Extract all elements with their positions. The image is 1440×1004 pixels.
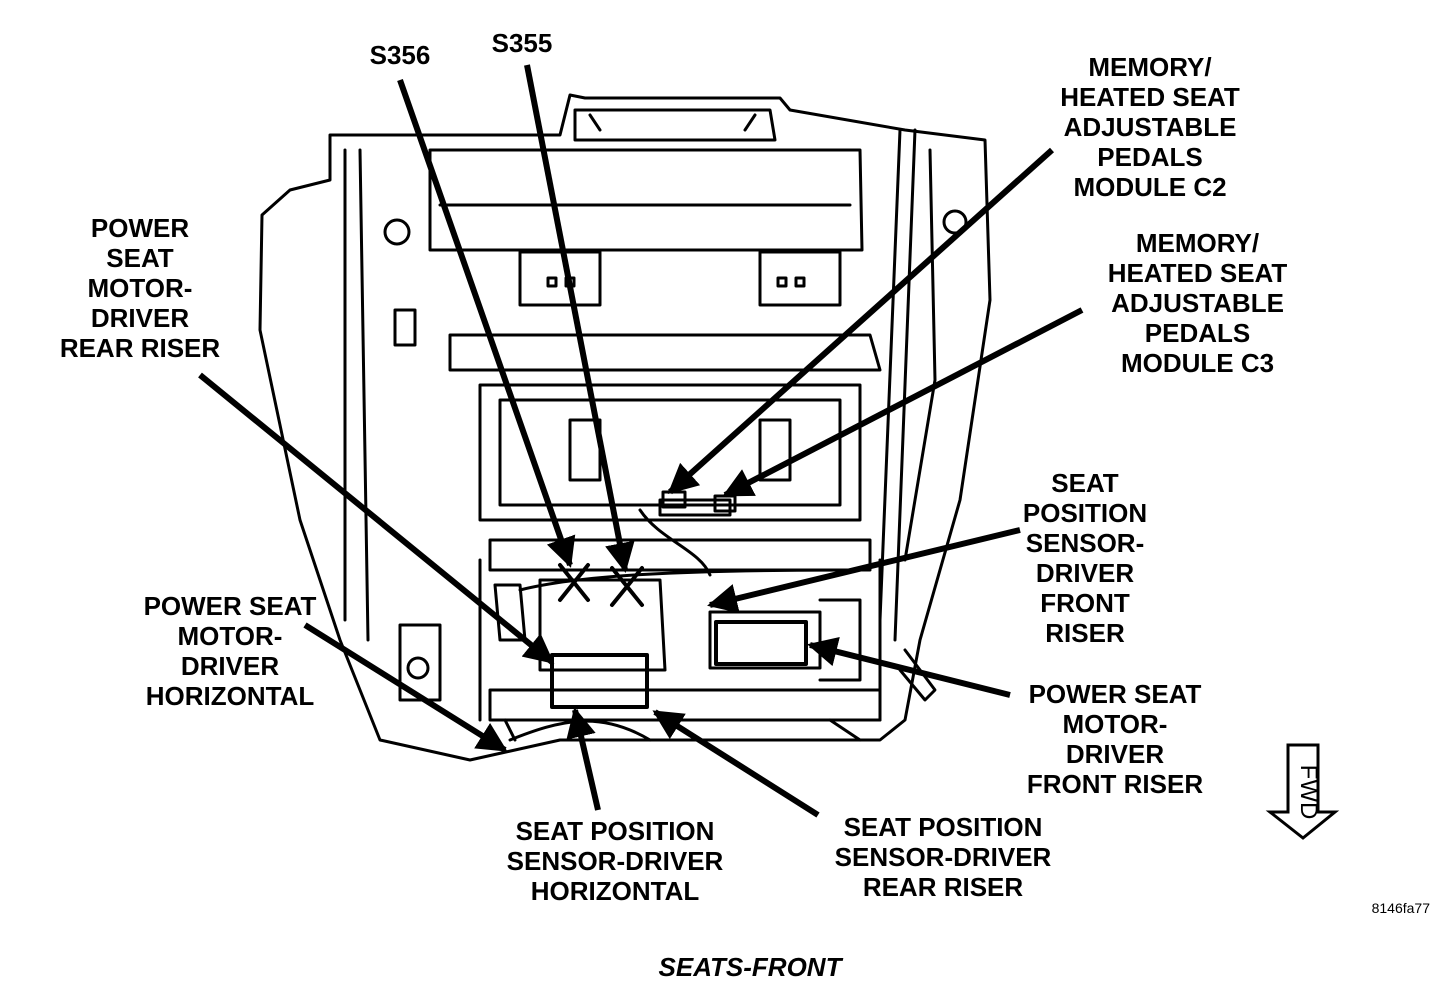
label-sensor-horizontal: SEAT POSITION SENSOR-DRIVER HORIZONTAL [506, 816, 724, 906]
motor-block-front-riser [714, 620, 808, 666]
label-memory-c2: MEMORY/ HEATED SEAT ADJUSTABLE PEDALS MO… [1060, 52, 1240, 202]
label-motor-rear-riser: POWER SEAT MOTOR- DRIVER REAR RISER [59, 213, 221, 363]
label-memory-c3: MEMORY/ HEATED SEAT ADJUSTABLE PEDALS MO… [1107, 228, 1288, 378]
seat-frame [383, 148, 968, 742]
figure-caption: SEATS-FRONT [658, 952, 842, 982]
leader-sensor-horizontal [566, 707, 601, 811]
seat-back-outline [258, 93, 992, 762]
label-s355: S355 [491, 28, 553, 58]
figure-reference-id: 8146fa77 [1371, 900, 1430, 916]
motor-block-rear-riser [550, 653, 649, 709]
leader-s355 [524, 64, 635, 573]
fwd-label: FWD [1295, 764, 1322, 820]
leader-lines [198, 64, 1084, 818]
leader-sensor-front-riser [707, 527, 1021, 614]
label-sensor-rear-riser: SEAT POSITION SENSOR-DRIVER REAR RISER [834, 812, 1052, 902]
leader-memory-c3 [722, 307, 1084, 498]
label-motor-horizontal: POWER SEAT MOTOR- DRIVER HORIZONTAL [143, 591, 317, 711]
leader-motor-horizontal [303, 622, 508, 753]
label-motor-front-riser: POWER SEAT MOTOR- DRIVER FRONT RISER [1026, 679, 1204, 799]
leader-motor-rear-riser [198, 372, 555, 665]
fwd-arrow [1265, 743, 1340, 840]
label-sensor-front-riser: SEAT POSITION SENSOR- DRIVER FRONT RISER [1022, 468, 1148, 648]
leader-s356 [397, 79, 576, 568]
leader-motor-front-riser [807, 636, 1011, 698]
leader-memory-c2 [667, 147, 1055, 495]
label-s356: S356 [369, 40, 431, 70]
splice-x-marks [558, 563, 644, 607]
leader-sensor-rear-riser [652, 709, 820, 818]
